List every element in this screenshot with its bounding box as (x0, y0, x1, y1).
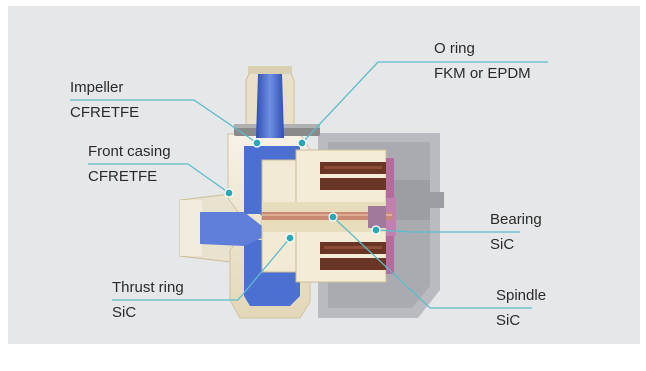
label-impeller-material: CFRETFE (70, 104, 140, 121)
label-thrust-ring-name: Thrust ring (112, 279, 184, 296)
label-bearing-material: SiC (490, 236, 515, 253)
label-o-ring-material: FKM or EPDM (434, 65, 531, 82)
label-thrust-ring-material: SiC (112, 304, 137, 321)
label-bearing-name: Bearing (490, 211, 542, 228)
label-o-ring-name: O ring (434, 40, 475, 57)
spindle-shaft (262, 206, 392, 228)
label-impeller-name: Impeller (70, 79, 124, 96)
label-spindle-name: Spindle (496, 287, 547, 304)
magnet-set (320, 162, 386, 270)
leader-dots (224, 138, 381, 243)
label-spindle-material: SiC (496, 312, 521, 329)
leader-lines (70, 61, 548, 309)
label-front-casing-material: CFRETFE (88, 168, 158, 185)
label-front-casing-name: Front casing (88, 143, 171, 160)
